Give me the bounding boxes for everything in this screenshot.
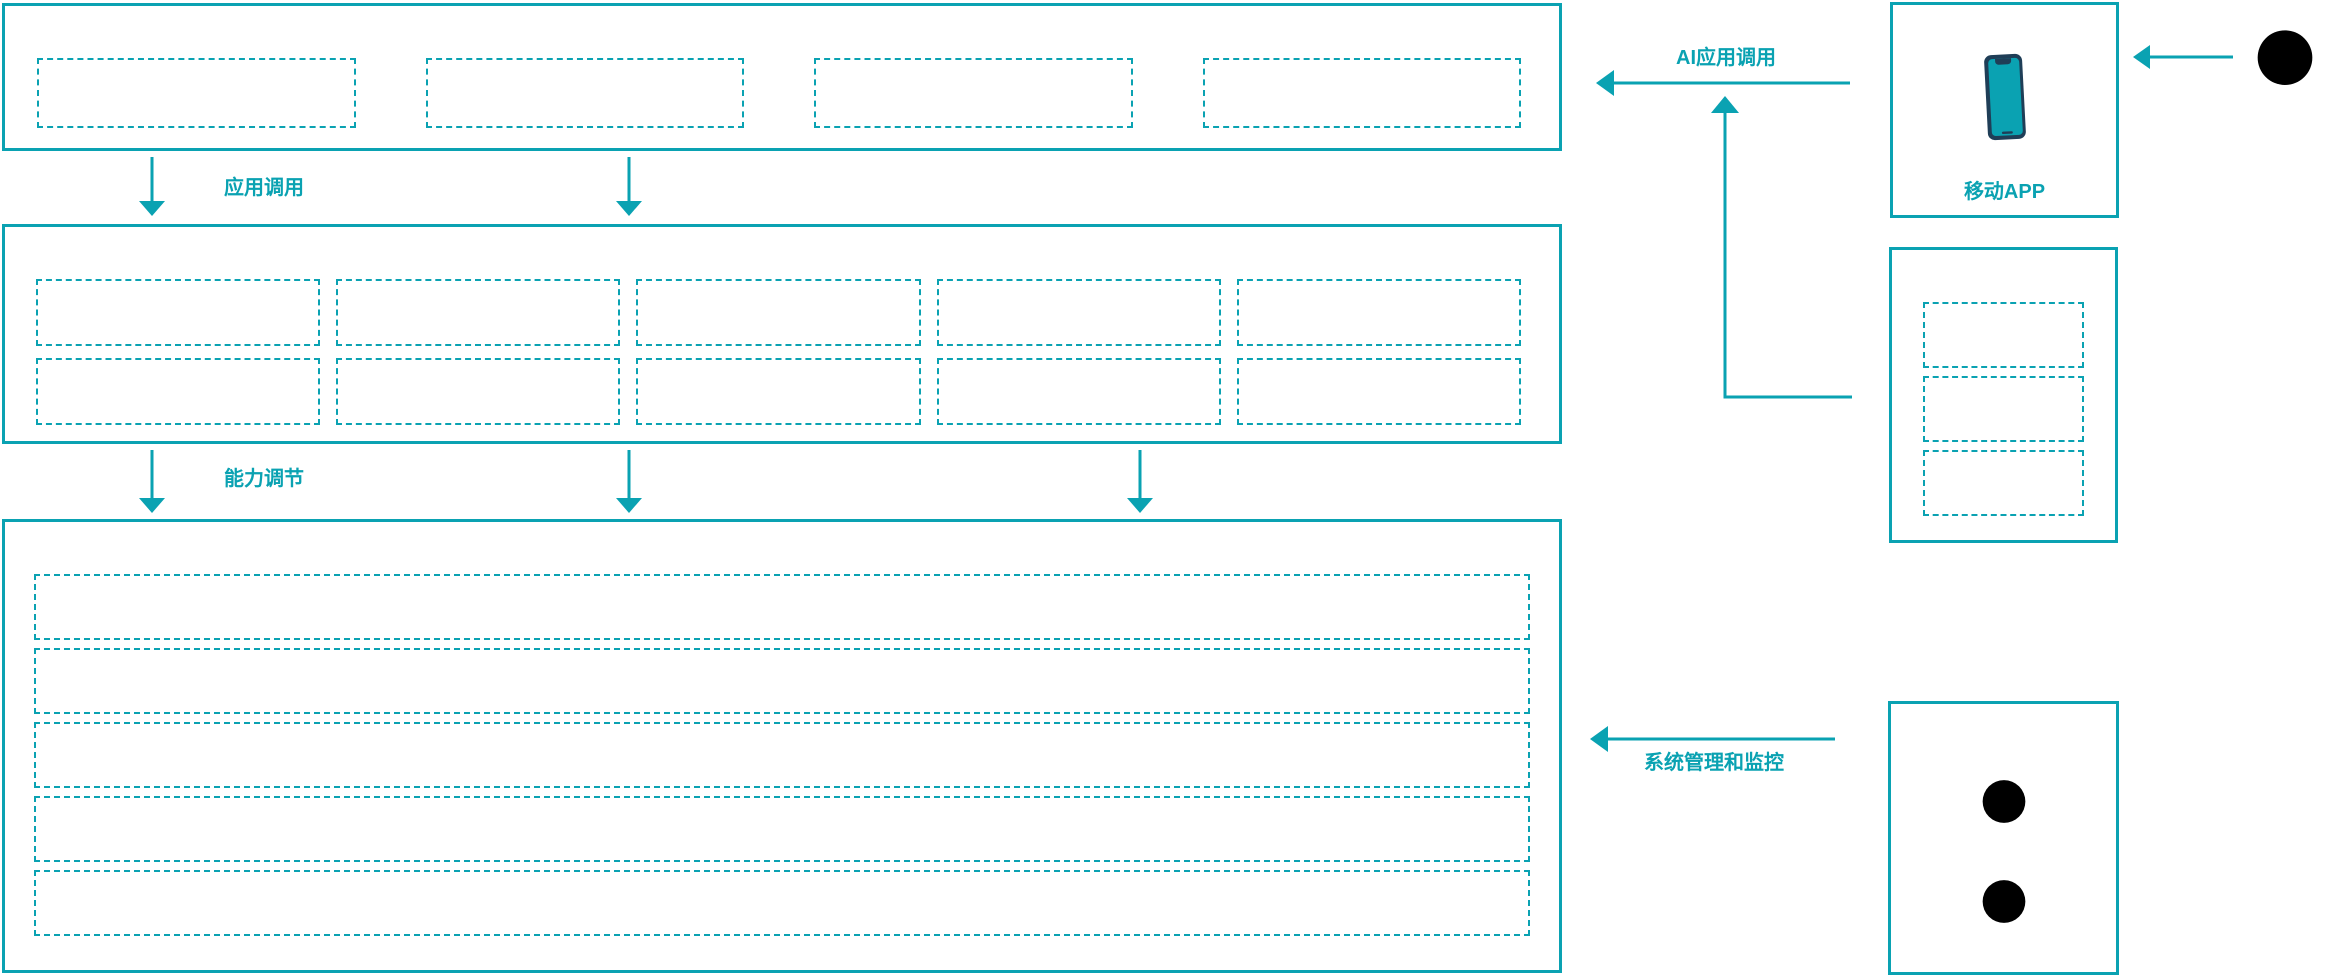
capability-placeholder-box: [936, 358, 1221, 425]
platform-placeholder-box: [34, 796, 1530, 862]
capability-placeholder-box: [1236, 358, 1521, 425]
capability-placeholder-box: [336, 279, 621, 346]
user-to-mobile-arrow: [2133, 45, 2233, 69]
capability-tuning-label: 能力调节: [224, 468, 304, 490]
platform-placeholder-box: [34, 648, 1530, 714]
capability-placeholder-box: [636, 358, 921, 425]
mobile-app-box: 移动APP: [1890, 2, 2119, 218]
detail-to-top-connector-arrow: [1711, 96, 1852, 399]
client-placeholder-box: [1923, 450, 2084, 516]
client-detail-box: [1889, 247, 2118, 543]
application-placeholder-box: [425, 58, 744, 128]
client-placeholder-box: [1923, 376, 2084, 442]
capability-placeholder-box: [1236, 279, 1521, 346]
users-icon: [1982, 880, 2025, 923]
application-placeholder-row: [37, 58, 1521, 128]
admin-users-box: [1888, 701, 2119, 975]
capability-placeholder-box: [36, 279, 321, 346]
system-monitoring-arrow: [1590, 726, 1835, 752]
platform-placeholder-box: [34, 870, 1530, 936]
capability-placeholder-box: [936, 279, 1221, 346]
capability-layer-box: [2, 224, 1562, 444]
admin-icons-column: [1891, 776, 2116, 926]
system-monitoring-label: 系统管理和监控: [1644, 752, 1784, 774]
capability-placeholder-box: [336, 358, 621, 425]
application-placeholder-box: [1202, 58, 1521, 128]
application-layer-box: [2, 3, 1562, 151]
capability-placeholder-box: [636, 279, 921, 346]
platform-placeholder-box: [34, 574, 1530, 640]
client-placeholder-box: [1923, 302, 2084, 368]
client-placeholder-rows: [1923, 302, 2084, 516]
smartphone-icon: [1893, 53, 2116, 141]
mobile-app-label: 移动APP: [1963, 181, 2046, 203]
ai-app-call-label: AI应用调用: [1676, 47, 1776, 69]
app-call-arrow: [139, 157, 642, 216]
platform-layer-box: [2, 519, 1562, 973]
application-placeholder-box: [814, 58, 1133, 128]
app-call-label: 应用调用: [224, 177, 304, 199]
ai-app-call-arrow: [1596, 70, 1850, 96]
capability-placeholder-box: [36, 358, 321, 425]
application-placeholder-box: [37, 58, 356, 128]
users-icon: [2257, 30, 2313, 85]
platform-placeholder-box: [34, 722, 1530, 788]
capability-placeholder-grid: [36, 279, 1521, 425]
users-icon: [1982, 780, 2025, 823]
platform-placeholder-rows: [34, 574, 1530, 936]
